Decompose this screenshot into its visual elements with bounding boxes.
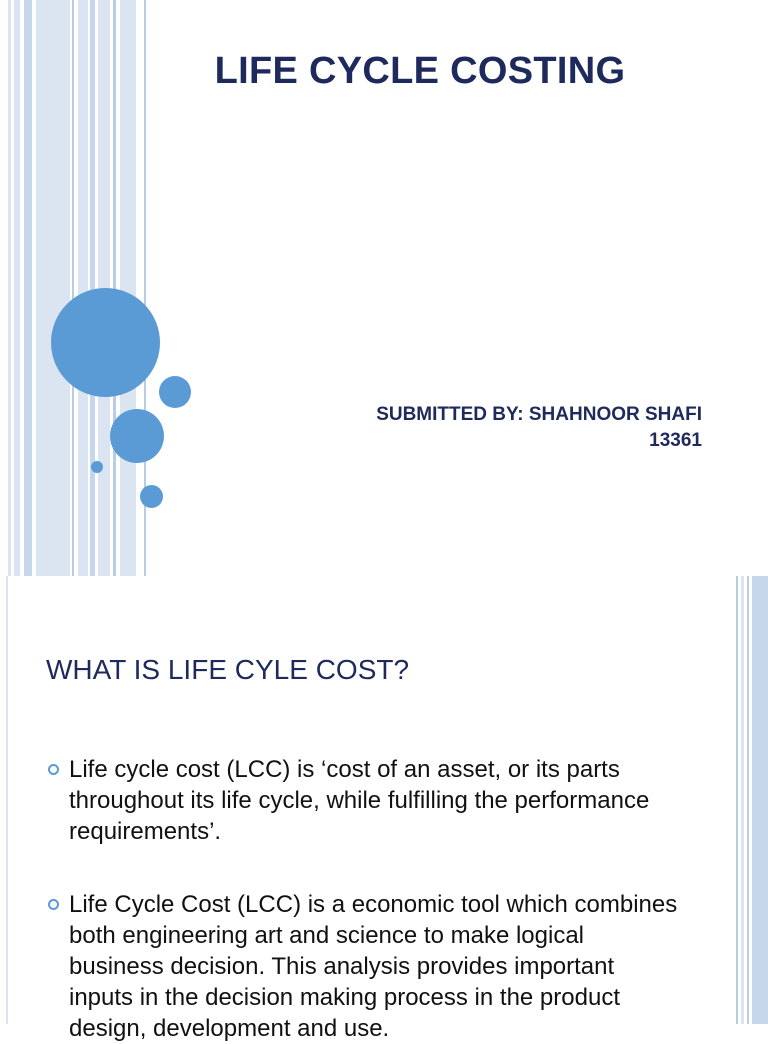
circle-small: [159, 376, 191, 408]
bullet-circle-icon: [48, 899, 59, 910]
circle-medium: [110, 409, 164, 463]
slide-title: LIFE CYCLE COSTING: [214, 50, 626, 92]
circle-tiny: [91, 461, 103, 473]
content-heading: WHAT IS LIFE CYLE COST?: [46, 654, 410, 685]
submitted-by-text: SUBMITTED BY: SHAHNOOR SHAFI: [376, 404, 702, 425]
author-block: SUBMITTED BY: SHAHNOOR SHAFI 13361: [376, 402, 702, 454]
bullet-circle-icon: [48, 764, 59, 775]
circle-large: [51, 288, 160, 397]
content-slide: [0, 576, 768, 1024]
title-slide: LIFE CYCLE COSTING SUBMITTED BY: SHAHNOO…: [8, 0, 702, 576]
roll-number: 13361: [649, 430, 702, 451]
bullet-text: Life Cycle Cost (LCC) is a economic tool…: [69, 891, 678, 1042]
bullet-text: Life cycle cost (LCC) is ‘cost of an ass…: [69, 756, 650, 845]
circle-small-2: [140, 485, 163, 508]
